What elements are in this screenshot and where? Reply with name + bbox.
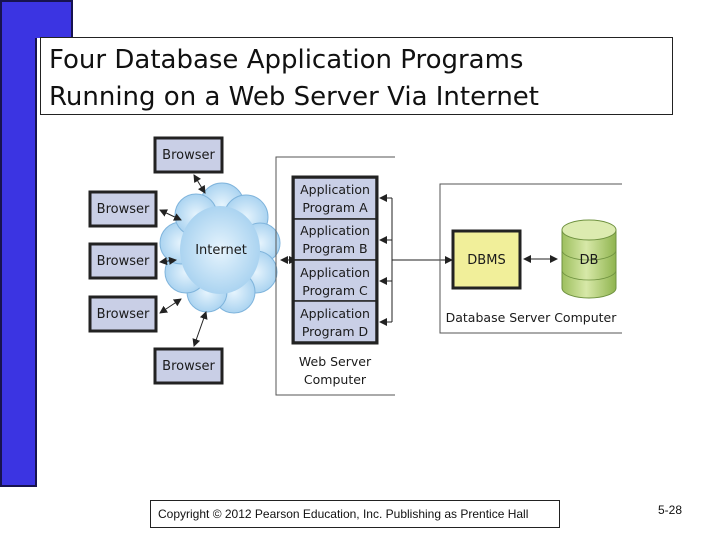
web-server-label-2: Computer xyxy=(304,372,367,387)
app-program-d: Application Program D xyxy=(293,300,377,343)
database-cylinder: DB xyxy=(561,219,617,299)
browser-box-2: Browser xyxy=(88,190,158,228)
title-line-1: Four Database Application Programs xyxy=(49,45,524,75)
browser-internet-arrows xyxy=(159,174,208,347)
page-number: 5-28 xyxy=(658,503,683,517)
app-b-line-1: Application xyxy=(300,223,370,238)
browser-label-1: Browser xyxy=(162,148,215,163)
internet-cloud: Internet xyxy=(159,182,281,314)
title-line-2: Running on a Web Server Via Internet xyxy=(49,82,540,112)
app-bus-connectors xyxy=(379,194,453,326)
browser-box-5: Browser xyxy=(153,347,224,385)
app-a-line-1: Application xyxy=(300,182,370,197)
app-d-line-2: Program D xyxy=(302,324,368,339)
app-c-line-1: Application xyxy=(300,265,370,280)
db-server-label: Database Server Computer xyxy=(446,310,618,325)
browser-label-5: Browser xyxy=(162,359,215,374)
browser-box-1: Browser xyxy=(153,136,224,174)
app-b-line-2: Program B xyxy=(302,241,367,256)
app-program-b: Application Program B xyxy=(293,218,377,261)
app-d-line-1: Application xyxy=(300,306,370,321)
dbms-label: DBMS xyxy=(467,253,505,268)
browser-box-3: Browser xyxy=(88,242,158,280)
app-program-a: Application Program A xyxy=(293,177,377,220)
browser-box-4: Browser xyxy=(88,295,158,333)
database-server-computer: DBMS DB Database Server Computer xyxy=(439,183,622,334)
app-c-line-2: Program C xyxy=(302,283,368,298)
web-server-computer: Application Program A Application Progra… xyxy=(275,156,395,396)
browser-label-4: Browser xyxy=(97,307,150,322)
slide-title: Four Database Application Programs Runni… xyxy=(40,37,673,115)
browser-label-3: Browser xyxy=(97,254,150,269)
web-server-label-1: Web Server xyxy=(299,354,372,369)
app-a-line-2: Program A xyxy=(302,200,368,215)
app-program-c: Application Program C xyxy=(293,259,377,302)
db-label: DB xyxy=(580,253,599,268)
copyright-footer: Copyright © 2012 Pearson Education, Inc.… xyxy=(150,500,560,528)
internet-label: Internet xyxy=(195,243,247,258)
browser-label-2: Browser xyxy=(97,202,150,217)
dbms-box: DBMS xyxy=(451,229,522,290)
